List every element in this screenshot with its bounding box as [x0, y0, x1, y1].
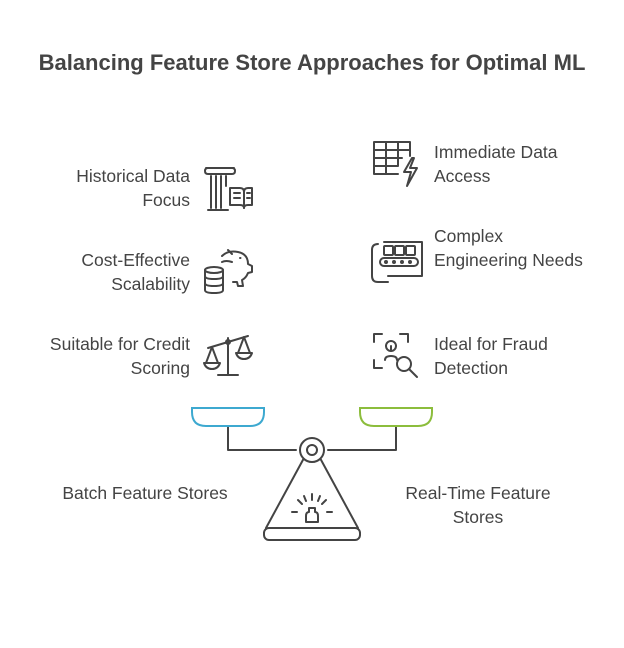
- left-pan: [191, 407, 265, 427]
- scan-search-icon: [373, 333, 418, 378]
- scale-stand: [263, 437, 361, 541]
- label-fraud-detection: Ideal for Fraud Detection: [434, 334, 548, 378]
- right-pan: [359, 407, 433, 427]
- diagram-title: Balancing Feature Store Approaches for O…: [38, 50, 586, 75]
- label-real-time-feature-stores: Real-Time Feature Stores: [405, 483, 551, 527]
- label-credit-scoring: Suitable for Credit Scoring: [49, 334, 190, 378]
- balance-scale-icon: [203, 335, 253, 376]
- scale-beam: [227, 425, 397, 451]
- label-cost-effective-scalability: Cost-Effective Scalability: [81, 250, 190, 294]
- label-complex-engineering-needs: Complex Engineering Needs: [434, 226, 583, 270]
- label-immediate-data-access: Immediate Data Access: [434, 142, 558, 186]
- label-batch-feature-stores: Batch Feature Stores: [62, 483, 228, 503]
- label-historical-data-focus: Historical Data Focus: [76, 166, 190, 210]
- column-book-icon: [204, 167, 253, 211]
- piggy-bank-coins-icon: [204, 249, 253, 294]
- conveyor-icon: [371, 241, 423, 283]
- table-lightning-icon: [373, 141, 418, 187]
